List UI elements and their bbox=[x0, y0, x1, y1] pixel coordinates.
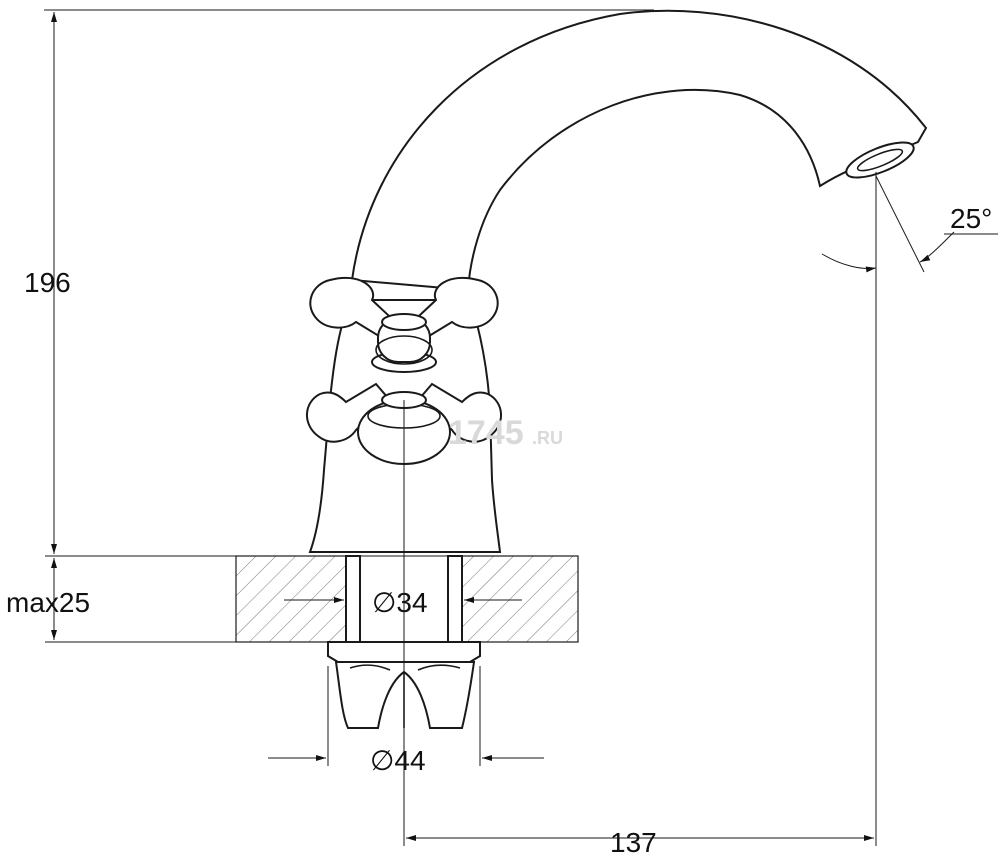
dimension-countertop-label: max25 bbox=[6, 587, 90, 618]
dimension-reach: 137 bbox=[403, 172, 877, 856]
dimension-angle: 25° bbox=[821, 175, 998, 273]
dimension-countertop: max25 bbox=[6, 558, 90, 640]
dimension-hole-label: ∅34 bbox=[372, 587, 428, 618]
countertop-section bbox=[45, 555, 579, 643]
dimension-reach-label: 137 bbox=[610, 827, 657, 856]
watermark-main: 1745 bbox=[448, 414, 524, 452]
dimension-height-label: 196 bbox=[24, 267, 71, 298]
dimension-height: 196 bbox=[24, 9, 654, 554]
dimension-angle-label: 25° bbox=[950, 203, 992, 234]
dimension-nut-label: ∅44 bbox=[370, 745, 426, 776]
dimension-nut-diameter: ∅44 bbox=[268, 666, 544, 776]
watermark-suffix: .RU bbox=[532, 428, 563, 448]
cross-handle bbox=[306, 276, 502, 465]
spout bbox=[350, 9, 928, 292]
mounting-shank bbox=[345, 555, 463, 643]
handle-knob bbox=[371, 313, 437, 373]
dimension-hole-diameter: ∅34 bbox=[284, 587, 522, 618]
watermark: 1745 .RU bbox=[448, 414, 563, 452]
